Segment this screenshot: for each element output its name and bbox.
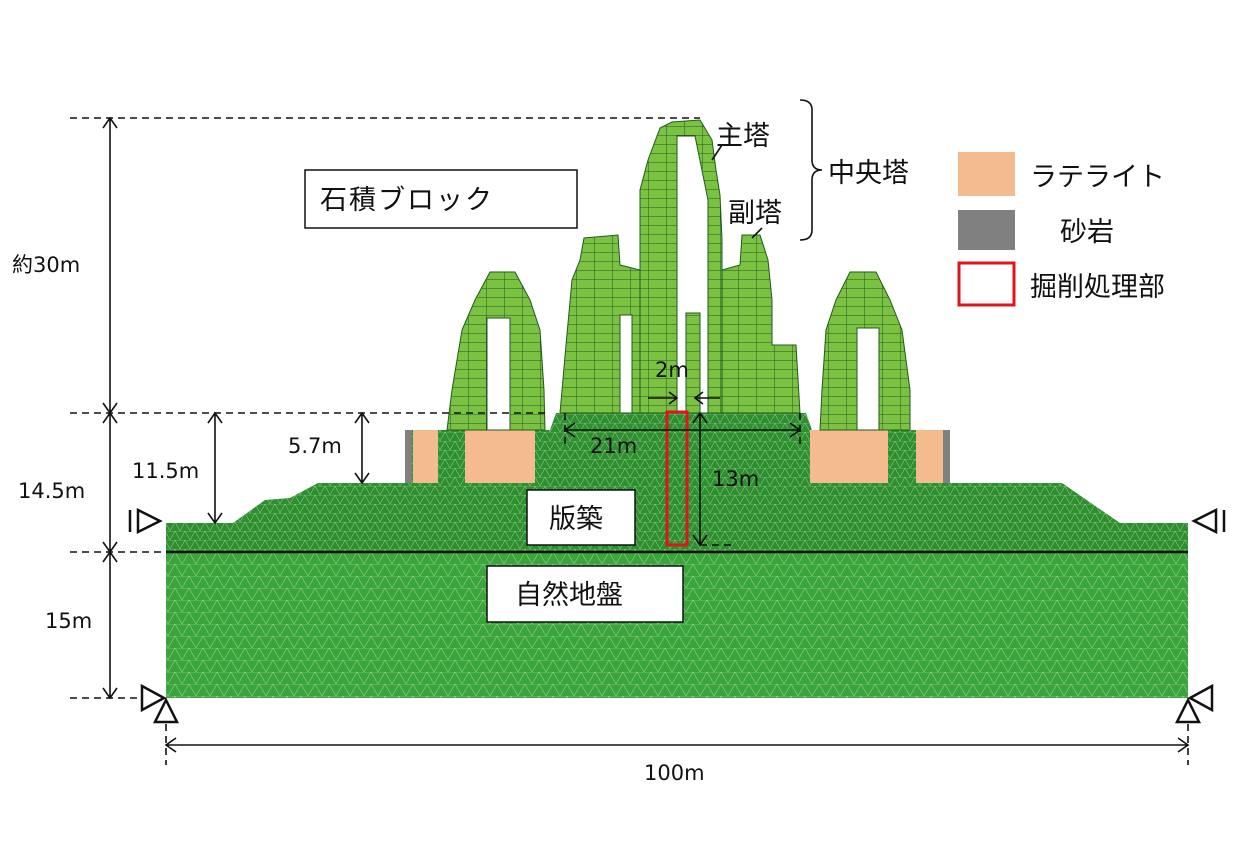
label-main-tower: 主塔: [716, 121, 770, 152]
legend-swatch-laterite: [958, 152, 1015, 196]
main-tower: [639, 119, 723, 414]
outer-tower-right: [819, 271, 911, 431]
legend-swatch-sandstone: [958, 210, 1015, 250]
boundary-supports: [128, 507, 1226, 724]
excavation-zone: [665, 410, 689, 547]
sandstone-blocks: [405, 430, 950, 483]
dim-total-width: 100m: [644, 761, 705, 785]
dim-2: 2m: [655, 358, 689, 382]
laterite-blocks: [413, 430, 943, 483]
label-sub-tower: 副塔: [728, 198, 782, 229]
dim-5-7: 5.7m: [288, 434, 342, 458]
label-stone-block: 石積ブロック: [320, 185, 494, 216]
legend-label-laterite: ラテライト: [1030, 162, 1165, 193]
legend-label-excavation: 掘削処理部: [1030, 272, 1165, 303]
dimension-lines: [102, 99, 1190, 753]
dim-21: 21m: [590, 434, 637, 458]
legend-swatch-excavation: [957, 261, 1016, 307]
pin-support-icon: [1174, 683, 1214, 724]
dim-13: 13m: [712, 467, 759, 491]
sub-tower-right: [685, 234, 801, 414]
roller-support-icon: [1191, 507, 1226, 535]
dim-11-5: 11.5m: [132, 459, 199, 483]
dim-ground-depth: 15m: [45, 609, 92, 633]
legend-label-sandstone: 砂岩: [1060, 217, 1114, 248]
label-rammed-earth: 版築: [549, 504, 603, 535]
dim-platform-height: 14.5m: [18, 479, 85, 503]
dim-tower-height: 約30m: [12, 253, 80, 277]
roller-support-icon: [128, 507, 163, 535]
sub-tower-left: [559, 234, 641, 414]
legend: ラテライト 砂岩 掘削処理部: [957, 152, 1165, 307]
outer-tower-left: [446, 271, 546, 431]
pin-support-icon: [140, 683, 180, 724]
label-central-tower: 中央塔: [828, 158, 909, 189]
stone-block-towers: [446, 119, 911, 431]
label-natural-ground: 自然地盤: [515, 580, 623, 611]
